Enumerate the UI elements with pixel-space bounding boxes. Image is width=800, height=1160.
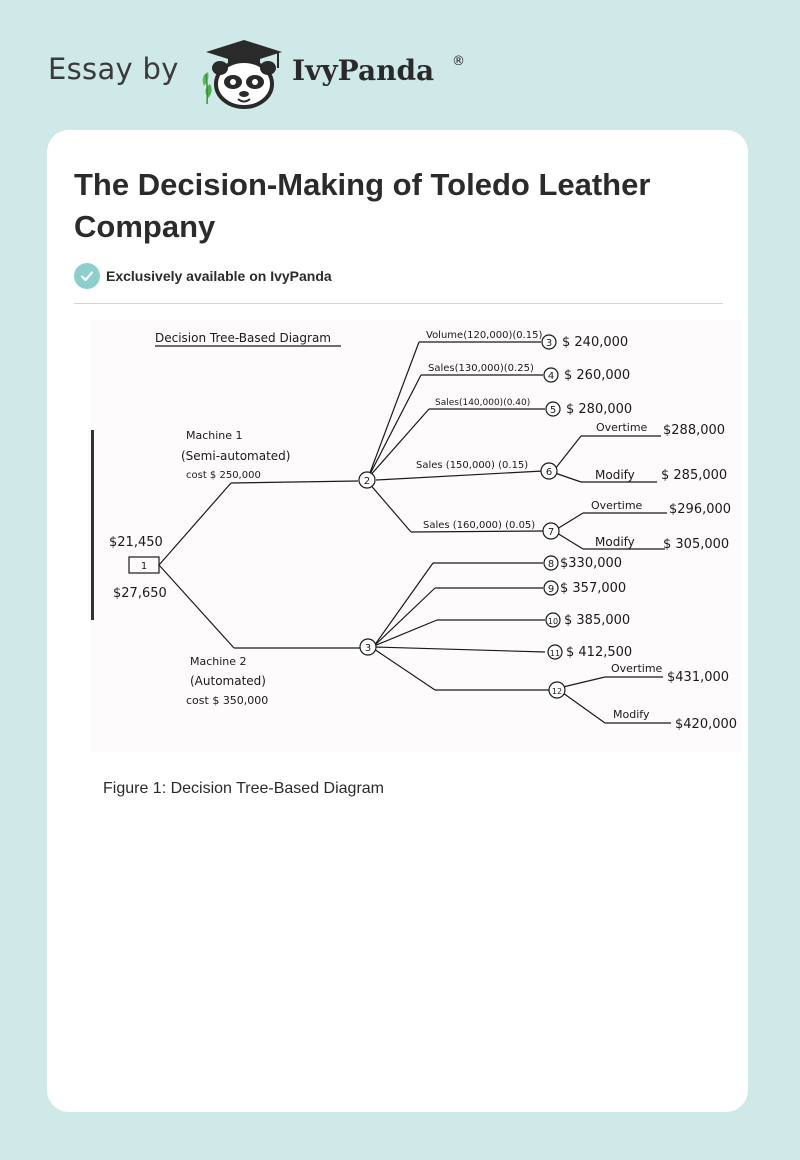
branch-label-5: Sales(140,000)(0.40) — [435, 398, 530, 408]
branch-value-10: $ 385,000 — [564, 613, 630, 628]
value-7-overtime: $296,000 — [669, 502, 731, 517]
branch-value-4: $ 260,000 — [564, 368, 630, 383]
node-3: 3 — [365, 643, 371, 654]
value-7-modify: $ 305,000 — [663, 537, 729, 552]
diagram-heading: Decision Tree-Based Diagram — [155, 331, 331, 345]
value-12-modify: $420,000 — [675, 717, 737, 732]
check-icon — [74, 263, 100, 289]
option-12-overtime: Overtime — [611, 662, 663, 675]
machine2-line1: Machine 2 — [190, 655, 247, 668]
branch-value-5: $ 280,000 — [566, 402, 632, 417]
node-b8: 8 — [548, 559, 554, 570]
option-7-overtime: Overtime — [591, 499, 643, 512]
machine1-line3: cost $ 250,000 — [186, 470, 261, 481]
option-6-overtime: Overtime — [596, 421, 648, 434]
root-value-top: $21,450 — [109, 535, 163, 550]
machine1-line2: (Semi-automated) — [181, 449, 290, 463]
value-12-overtime: $431,000 — [667, 670, 729, 685]
article-card: The Decision-Making of Toledo Leather Co… — [47, 130, 748, 1112]
badge-label: Exclusively available on IvyPanda — [106, 268, 332, 284]
node-2: 2 — [364, 476, 370, 487]
decision-tree-diagram: 2 3 1 3 4 5 6 7 8 9 10 11 12 Decision Tr… — [91, 320, 741, 752]
article-title: The Decision-Making of Toledo Leather Co… — [74, 167, 651, 244]
branch-label-7: Sales (160,000) (0.05) — [423, 520, 535, 531]
value-6-overtime: $288,000 — [663, 423, 725, 438]
node-b7: 7 — [548, 527, 554, 538]
machine2-line3: cost $ 350,000 — [186, 694, 268, 707]
branch-value-11: $ 412,500 — [566, 645, 632, 660]
node-b9: 9 — [548, 584, 554, 595]
brand-name: IvyPanda — [292, 54, 435, 87]
registered-mark: ® — [452, 54, 465, 69]
branch-label-3: Volume(120,000)(0.15) — [426, 330, 543, 341]
root-value-bottom: $27,650 — [113, 586, 167, 601]
branch-value-3: $ 240,000 — [562, 335, 628, 350]
machine2-line2: (Automated) — [190, 674, 266, 688]
branch-label-4: Sales(130,000)(0.25) — [428, 363, 534, 374]
exclusive-badge: Exclusively available on IvyPanda — [74, 263, 332, 289]
panda-logo-icon — [202, 40, 282, 109]
brand-header: Essay by IvyPanda ® — [48, 38, 468, 110]
node-b3: 3 — [546, 338, 552, 349]
brand-prefix: Essay by — [48, 52, 179, 86]
option-7-modify: Modify — [595, 535, 635, 549]
branch-label-6: Sales (150,000) (0.15) — [416, 460, 528, 471]
node-b4: 4 — [548, 371, 554, 382]
decision-tree-figure: 2 3 1 3 4 5 6 7 8 9 10 11 12 Decision Tr… — [91, 320, 741, 752]
option-6-modify: Modify — [595, 468, 635, 482]
divider — [74, 303, 723, 304]
option-12-modify: Modify — [613, 708, 650, 721]
node-1: 1 — [141, 561, 147, 572]
branch-value-8: $330,000 — [560, 556, 622, 571]
value-6-modify: $ 285,000 — [661, 468, 727, 483]
machine1-line1: Machine 1 — [186, 429, 243, 442]
branch-value-9: $ 357,000 — [560, 581, 626, 596]
node-b10: 10 — [548, 617, 558, 626]
node-b6: 6 — [546, 467, 552, 478]
node-b5: 5 — [550, 405, 556, 416]
figure-caption: Figure 1: Decision Tree-Based Diagram — [103, 780, 385, 797]
node-b11: 11 — [550, 649, 560, 658]
node-b12: 12 — [552, 687, 562, 696]
